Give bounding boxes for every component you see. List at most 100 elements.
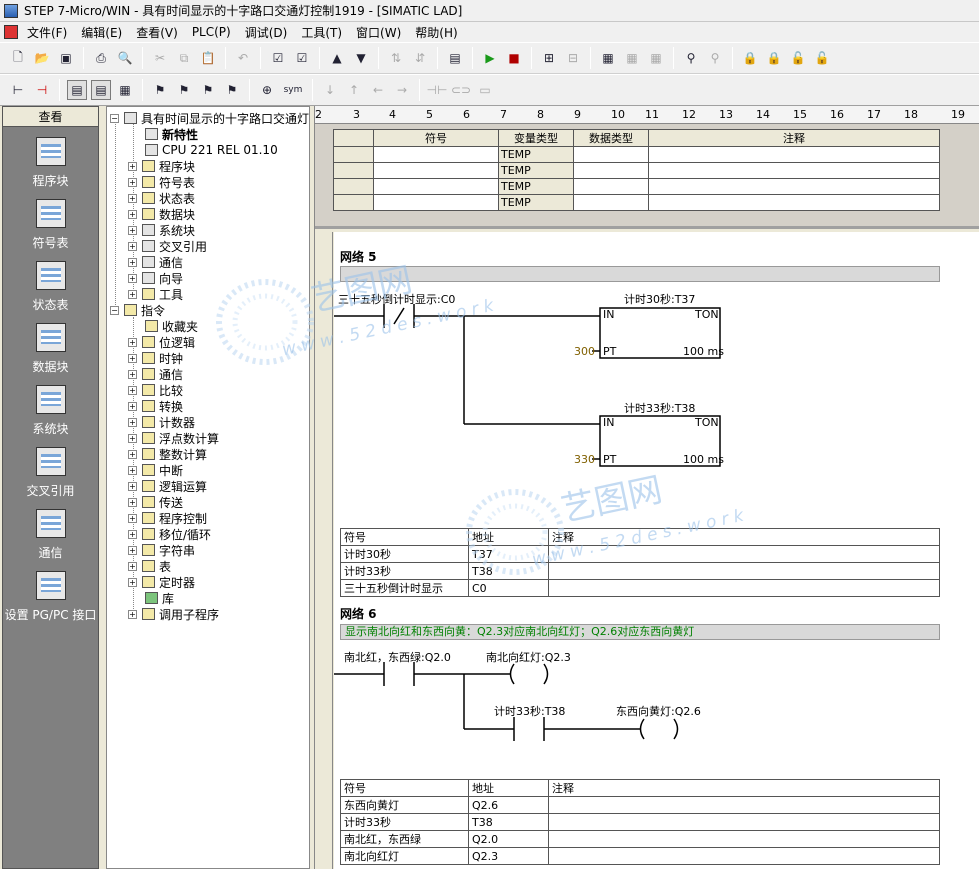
tree-item-bit-logic[interactable]: +位逻辑: [128, 334, 195, 350]
network-5-comment[interactable]: [340, 266, 940, 282]
expand-icon[interactable]: +: [128, 337, 137, 347]
data-type-cell[interactable]: [573, 162, 649, 179]
expand-icon[interactable]: +: [128, 449, 137, 459]
comment-cell[interactable]: [648, 146, 940, 163]
options-icon[interactable]: ▤: [449, 51, 461, 65]
coil-q26-label[interactable]: 东西向黄灯:Q2.6: [616, 705, 701, 718]
tree-item-call-subroutines[interactable]: +调用子程序: [128, 606, 219, 622]
sort-descending-icon[interactable]: ⇵: [414, 51, 426, 65]
tree-item-clock[interactable]: +时钟: [128, 350, 183, 366]
tree-item-libraries[interactable]: 库: [145, 590, 174, 606]
expand-icon[interactable]: +: [128, 225, 137, 235]
expand-icon[interactable]: +: [128, 497, 137, 507]
menu-tools[interactable]: 工具(T): [301, 25, 343, 40]
nav-data-block[interactable]: 数据块: [3, 313, 98, 375]
row-header[interactable]: [333, 178, 374, 195]
run-icon[interactable]: ▶: [485, 51, 495, 65]
line-right-icon[interactable]: →: [396, 83, 408, 97]
contact-t38-label[interactable]: 计时33秒:T38: [494, 705, 566, 718]
tree-item-interrupt[interactable]: +中断: [128, 462, 183, 478]
symbol-cell[interactable]: [373, 194, 499, 211]
pause-status-icon[interactable]: ⊟: [567, 51, 579, 65]
apply-symbols-icon[interactable]: ⊕: [261, 83, 273, 97]
collapse-icon[interactable]: −: [110, 305, 119, 315]
menu-help[interactable]: 帮助(H): [415, 25, 458, 40]
network-5-title[interactable]: 网络 5: [340, 250, 377, 264]
tree-project-root[interactable]: − 具有时间显示的十字路口交通灯: [110, 110, 309, 126]
new-icon[interactable]: 🗋: [13, 49, 23, 64]
nav-status-chart[interactable]: 状态表: [3, 251, 98, 313]
coil-icon[interactable]: ⊂⊃: [450, 83, 472, 97]
pane-splitter[interactable]: [310, 106, 315, 869]
timer-t38-box[interactable]: [599, 415, 721, 467]
comment-cell[interactable]: [648, 178, 940, 195]
menu-plc[interactable]: PLC(P): [191, 25, 231, 39]
box-icon[interactable]: ▭: [479, 83, 491, 97]
unforce-icon[interactable]: ⚲: [710, 51, 720, 65]
menu-view[interactable]: 查看(V): [136, 25, 178, 40]
upload-icon[interactable]: ▲: [332, 51, 342, 65]
tree-item-convert[interactable]: +转换: [128, 398, 183, 414]
symbol-info-table-icon[interactable]: ▦: [119, 83, 131, 97]
nav-system-block[interactable]: 系统块: [3, 375, 98, 437]
menu-edit[interactable]: 编辑(E): [81, 25, 123, 40]
print-icon[interactable]: ⎙: [96, 50, 106, 65]
expand-icon[interactable]: +: [128, 417, 137, 427]
expand-icon[interactable]: +: [128, 577, 137, 587]
data-type-cell[interactable]: [573, 146, 649, 163]
coil-q26-right[interactable]: [673, 718, 679, 740]
data-type-cell[interactable]: [573, 178, 649, 195]
expand-icon[interactable]: +: [128, 257, 137, 267]
expand-icon[interactable]: +: [128, 353, 137, 363]
tree-item-integer-math[interactable]: +整数计算: [128, 446, 207, 462]
expand-icon[interactable]: +: [128, 193, 137, 203]
read-forced-icon[interactable]: 🔓: [814, 51, 830, 65]
sort-ascending-icon[interactable]: ⇅: [390, 51, 402, 65]
table-row[interactable]: TEMP: [333, 162, 940, 179]
menu-window[interactable]: 窗口(W): [356, 25, 402, 40]
coil-q23-left[interactable]: [509, 663, 515, 685]
comment-cell[interactable]: [648, 194, 940, 211]
contact-c0-label[interactable]: 三十五秒倒计时显示:C0: [338, 293, 456, 306]
chart-status-icon[interactable]: ▦: [602, 51, 614, 65]
tree-item-program-control[interactable]: +程序控制: [128, 510, 207, 526]
delete-network-icon[interactable]: ⊣: [36, 83, 48, 97]
expand-icon[interactable]: +: [128, 529, 137, 539]
symbol-cell[interactable]: [373, 178, 499, 195]
previous-bookmark-icon[interactable]: ⚑: [202, 83, 214, 97]
program-status-icon[interactable]: ⊞: [543, 51, 555, 65]
symbolic-addressing-icon[interactable]: sym: [283, 85, 303, 95]
line-up-icon[interactable]: ↑: [348, 83, 360, 97]
line-left-icon[interactable]: ←: [372, 83, 384, 97]
download-icon[interactable]: ▼: [356, 51, 366, 65]
network-6-title[interactable]: 网络 6: [340, 607, 377, 621]
tree-item-status-chart[interactable]: +状态表: [128, 190, 195, 206]
timer-t37-box[interactable]: [599, 307, 721, 359]
tree-item-timers[interactable]: +定时器: [128, 574, 195, 590]
nav-program-block[interactable]: 程序块: [3, 127, 98, 189]
single-read-icon[interactable]: ▦: [626, 51, 638, 65]
tree-item-logical-operations[interactable]: +逻辑运算: [128, 478, 207, 494]
tree-item-new-features[interactable]: 新特性: [145, 126, 198, 142]
cut-icon[interactable]: ✂: [154, 51, 166, 65]
expand-icon[interactable]: +: [128, 545, 137, 555]
tree-item-wizards[interactable]: +向导: [128, 270, 183, 286]
expand-icon[interactable]: +: [128, 177, 137, 187]
t37-preset-value[interactable]: 300: [574, 345, 595, 358]
lock-icon[interactable]: 🔒: [742, 51, 758, 65]
paste-icon[interactable]: 📋: [200, 51, 216, 65]
tree-item-tools[interactable]: +工具: [128, 286, 183, 302]
expand-icon[interactable]: +: [128, 609, 137, 619]
nav-symbol-table[interactable]: 符号表: [3, 189, 98, 251]
next-bookmark-icon[interactable]: ⚑: [178, 83, 190, 97]
tree-item-data-block[interactable]: +数据块: [128, 206, 195, 222]
coil-q23-label[interactable]: 南北向红灯:Q2.3: [486, 651, 571, 664]
expand-icon[interactable]: +: [128, 241, 137, 251]
expand-icon[interactable]: +: [128, 385, 137, 395]
compile-icon[interactable]: ☑: [272, 51, 284, 65]
row-header[interactable]: [333, 146, 374, 163]
tree-item-program-block[interactable]: +程序块: [128, 158, 195, 174]
print-preview-icon[interactable]: 🔍: [117, 51, 133, 65]
symbol-cell[interactable]: [373, 146, 499, 163]
timer-t38-label[interactable]: 计时33秒:T38: [624, 402, 696, 415]
